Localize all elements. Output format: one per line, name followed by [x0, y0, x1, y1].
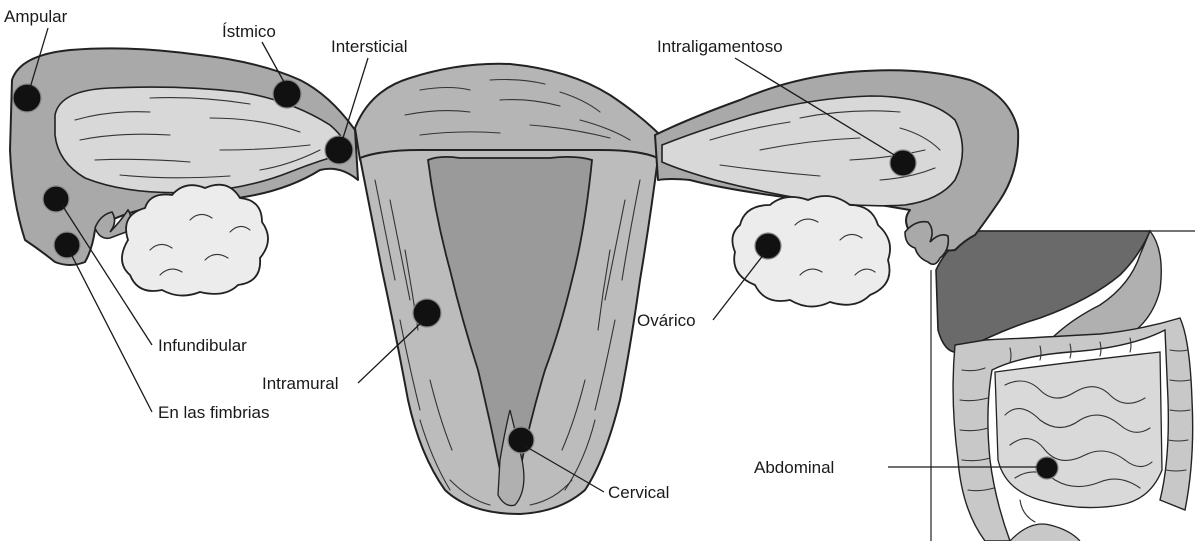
istmico-site — [273, 80, 301, 108]
fimbrias-label: En las fimbrias — [158, 403, 269, 422]
istmico-label: Ístmico — [222, 22, 276, 41]
small-intestine-shape — [995, 352, 1162, 508]
infundibular-label: Infundibular — [158, 336, 247, 355]
abdominal-site — [1036, 457, 1058, 479]
abdominal-inset — [931, 231, 1195, 541]
intramural-site — [413, 299, 441, 327]
ampular-label: Ampular — [4, 7, 68, 26]
infundibular-site — [43, 186, 69, 212]
intraligamentoso-label: Intraligamentoso — [657, 37, 783, 56]
intersticial-site — [325, 136, 353, 164]
ovarico-site — [755, 233, 781, 259]
intramural-label: Intramural — [262, 374, 339, 393]
ovarico-label: Ovárico — [637, 311, 696, 330]
intraligamentoso-site — [890, 150, 916, 176]
intersticial-label: Intersticial — [331, 37, 408, 56]
abdominal-label: Abdominal — [754, 458, 834, 477]
ampular-site — [13, 84, 41, 112]
cervical-label: Cervical — [608, 483, 669, 502]
fimbrias-site — [54, 232, 80, 258]
uterus — [355, 64, 660, 514]
